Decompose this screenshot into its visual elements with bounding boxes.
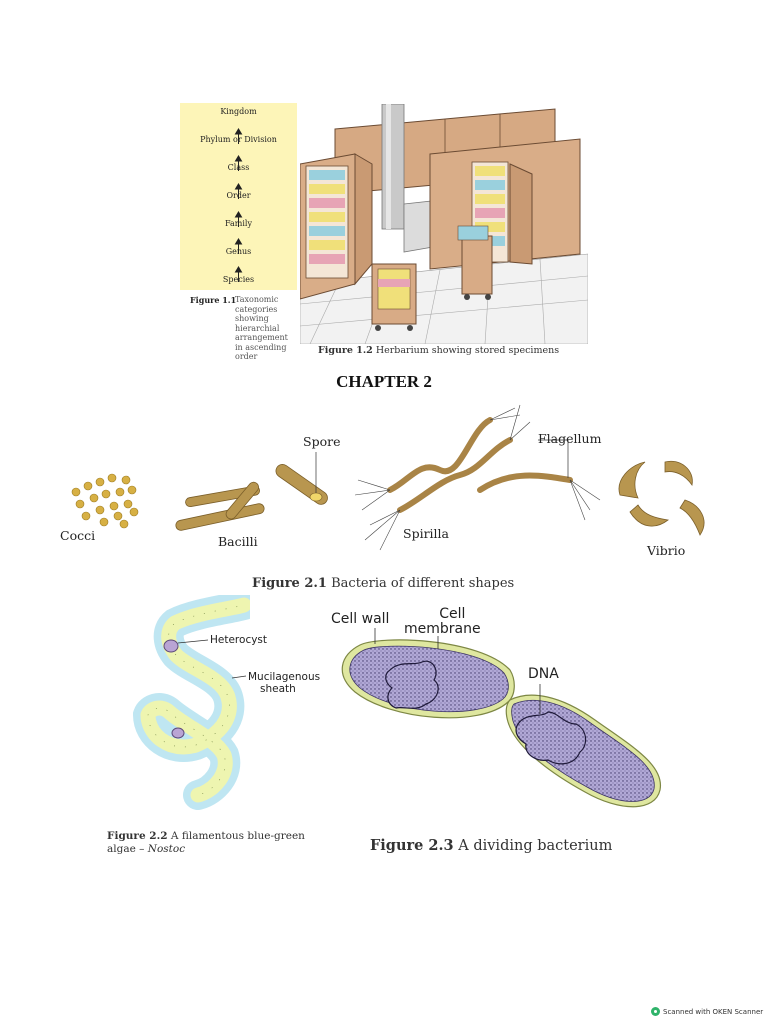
bacilli-group — [175, 464, 328, 531]
taxonomy-level-genus: Genus — [225, 247, 252, 256]
taxonomy-level-kingdom: Kingdom — [220, 107, 257, 116]
scanner-badge: Scanned with OKEN Scanner — [651, 1007, 763, 1016]
taxonomy-level-order: Order — [226, 191, 251, 200]
figure-1-2-text: Herbarium showing stored specimens — [375, 345, 560, 356]
label-flagellum: Flagellum — [538, 431, 602, 446]
taxonomy-level-class: Class — [227, 163, 250, 172]
figure-1-2-number: Figure 1.2 — [318, 345, 373, 356]
label-dna: DNA — [528, 666, 559, 682]
figure-2-2-caption: Figure 2.2 A filamentous blue-green alga… — [107, 830, 337, 855]
figure-2-2-text: A filamentous blue-green algae – — [107, 830, 305, 855]
cocci-group — [71, 473, 139, 529]
dividing-bacterium-illustration — [341, 628, 662, 808]
figure-2-2-number: Figure 2.2 — [107, 830, 168, 842]
figure-1-1-number: Figure 1.1 — [190, 295, 237, 305]
label-cocci: Cocci — [60, 528, 96, 543]
figure-2-1-text: Bacteria of different shapes — [331, 576, 515, 591]
vibrio-group — [618, 460, 705, 536]
label-sheath-line-2: sheath — [260, 683, 296, 695]
label-cell-wall: Cell wall — [331, 611, 390, 627]
figure-2-3-text: A dividing bacterium — [458, 838, 613, 854]
label-membrane-line-1: Cell — [439, 606, 466, 622]
figure-2-1-caption: Figure 2.1 Bacteria of different shapes — [252, 576, 514, 591]
label-cell-membrane: Cell membrane — [404, 607, 481, 637]
figure-1-1-caption: Taxonomic categories showing hierarchial… — [235, 295, 288, 361]
figure-2-2-italic: Nostoc — [147, 842, 186, 855]
figure-1-2-caption: Figure 1.2 Herbarium showing stored spec… — [318, 345, 559, 356]
label-membrane-line-2: membrane — [404, 621, 481, 637]
chapter-heading: CHAPTER 2 — [336, 372, 432, 391]
taxonomy-level-species: Species — [222, 275, 255, 284]
label-mucilagenous-sheath: Mucilagenous sheath — [248, 671, 320, 695]
taxonomy-level-phylum: Phylum or Division — [200, 135, 277, 144]
figure-2-3-number: Figure 2.3 — [370, 837, 454, 854]
label-heterocyst: Heterocyst — [210, 634, 268, 646]
taxonomy-level-family: Family — [225, 219, 252, 228]
label-bacilli: Bacilli — [218, 534, 258, 549]
label-sheath-line-1: Mucilagenous — [248, 671, 321, 683]
scanner-text: Scanned with OKEN Scanner — [663, 1007, 764, 1016]
figure-2-3-caption: Figure 2.3 A dividing bacterium — [370, 837, 612, 854]
bacteria-shapes-illustration — [71, 404, 705, 551]
label-spirilla: Spirilla — [403, 526, 449, 541]
nostoc-illustration — [132, 595, 250, 810]
scanner-logo-icon — [651, 1007, 660, 1016]
label-vibrio: Vibrio — [647, 543, 686, 558]
label-spore: Spore — [303, 434, 341, 449]
herbarium-illustration — [300, 104, 588, 344]
spirilla-group — [387, 417, 573, 513]
figure-2-1-number: Figure 2.1 — [252, 576, 327, 591]
taxonomy-arrows — [234, 128, 243, 282]
